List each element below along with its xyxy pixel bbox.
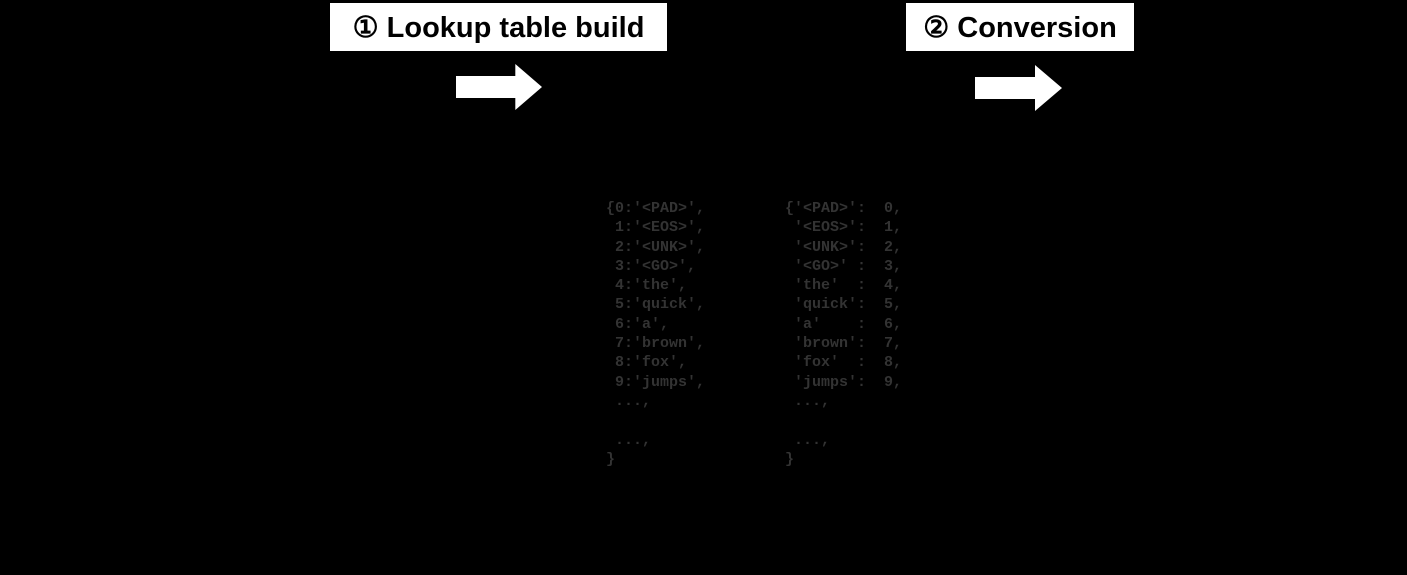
word-to-index-table: {'<PAD>': 0, '<EOS>': 1, '<UNK>': 2, '<G… (785, 200, 903, 468)
step-label-conversion: ② Conversion (906, 3, 1134, 51)
step-label-conversion-text: ② Conversion (923, 11, 1117, 44)
index-to-word-table: {0:'<PAD>', 1:'<EOS>', 2:'<UNK>', 3:'<GO… (606, 200, 706, 468)
right-arrow-icon (975, 65, 1062, 111)
step-label-lookup-table-build: ① Lookup table build (330, 3, 667, 51)
step-label-lookup-table-build-text: ① Lookup table build (352, 11, 645, 44)
right-arrow-icon (456, 64, 542, 110)
